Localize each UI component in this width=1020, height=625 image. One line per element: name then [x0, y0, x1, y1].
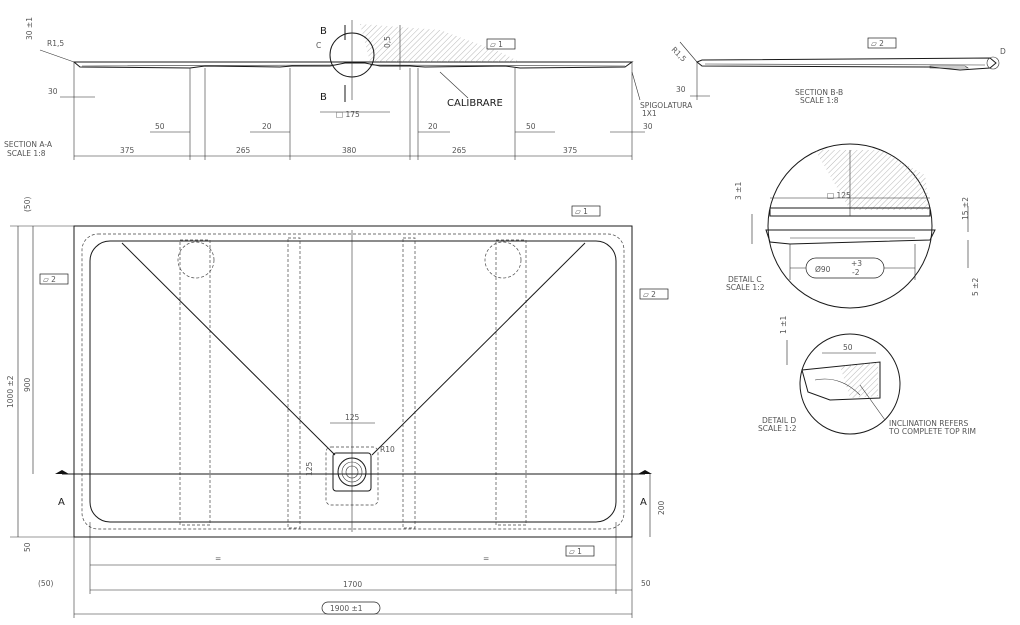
dim-1700: 1700 [343, 580, 362, 589]
dim-175: □ 175 [336, 110, 360, 119]
detail-d-view [786, 333, 901, 435]
dim-125-drain-v: 125 [305, 461, 314, 476]
radius-r15: R1,5 [47, 39, 64, 48]
mark-b-bottom: B [320, 92, 327, 103]
dim-125-drain: 125 [345, 413, 360, 422]
dim-1900: 1900 ±1 [330, 604, 363, 613]
section-bb-view [679, 41, 1000, 100]
dim-375-right: 375 [563, 146, 578, 155]
dim-50-bottom-left: (50) [38, 579, 53, 588]
inclination-note-2: TO COMPLETE TOP RIM [888, 427, 976, 436]
calibrare-note: CALIBRARE [447, 98, 503, 109]
mark-a-left: A [58, 497, 65, 508]
section-aa-label: SECTION A-A [4, 140, 53, 149]
dim-c-125: □ 125 [827, 191, 851, 200]
dim-3-pm1: 3 ±1 [734, 182, 743, 200]
mark-d: D [1000, 47, 1006, 56]
section-aa-view [39, 20, 645, 160]
flatness-1-top: ▱ 1 [490, 40, 503, 49]
section-aa-scale: SCALE 1:8 [7, 149, 46, 158]
dim-265-left: 265 [236, 146, 251, 155]
spigolatura-note: SPIGOLATURA [640, 101, 693, 110]
mark-c: C [316, 41, 321, 50]
dim-20-right: 20 [428, 122, 438, 131]
plan-view [10, 225, 652, 618]
detail-c-view [751, 143, 969, 309]
dim-30-left: 30 [48, 87, 58, 96]
dim-30-pm1: 30 ±1 [25, 17, 34, 40]
flatness-1-plan: ▱ 1 [575, 207, 588, 216]
dim-90-tol-up: +3 [851, 259, 862, 268]
dim-50-plan-bottom: 50 [23, 542, 32, 552]
dim-0-5: 0,5 [383, 36, 392, 48]
flatness-1-plan-frame [571, 205, 601, 217]
dim-375-left: 375 [120, 146, 135, 155]
dim-1000: 1000 ±2 [6, 375, 15, 408]
dim-1900-frame [321, 601, 381, 615]
detail-c-scale: SCALE 1:2 [726, 283, 765, 292]
dim-eq-left: = [215, 554, 221, 563]
dim-5-pm2: 5 ±2 [971, 278, 980, 296]
dim-eq-right: = [483, 554, 489, 563]
mark-a-right: A [640, 497, 647, 508]
dim-15-pm2: 15 ±2 [961, 197, 970, 220]
dim-380: 380 [342, 146, 357, 155]
section-bb-label: SECTION B-B [795, 88, 843, 97]
detail-c-label: DETAIL C [728, 275, 762, 284]
inclination-note-1: INCLINATION REFERS [889, 419, 969, 428]
flatness-1-plan-bottom-frame [565, 545, 595, 557]
radius-r15-bb: R1,5 [670, 45, 689, 64]
radius-r10: R10 [380, 445, 395, 454]
detail-d-label: DETAIL D [762, 416, 796, 425]
detail-d-scale: SCALE 1:2 [758, 424, 797, 433]
flatness-2-plan-left: ▱ 2 [43, 275, 56, 284]
spigolatura-sub: 1X1 [642, 109, 657, 118]
dim-50-bottom-right: 50 [641, 579, 651, 588]
flatness-2-plan-right: ▱ 2 [643, 290, 656, 299]
dim-50-right: 50 [526, 122, 536, 131]
dim-265-right: 265 [452, 146, 467, 155]
dim-900: 900 [23, 377, 32, 392]
dim-200: 200 [657, 500, 666, 515]
flatness-1-top-frame [486, 38, 516, 50]
flatness-2-top: ▱ 2 [871, 39, 884, 48]
dim-d-50: 50 [843, 343, 853, 352]
dim-1-pm1: 1 ±1 [779, 316, 788, 334]
section-bb-scale: SCALE 1:8 [800, 96, 839, 105]
dim-90-tol-dn: -2 [852, 268, 860, 277]
flatness-2-top-frame [867, 37, 897, 49]
flatness-2-plan-left-frame [39, 273, 69, 285]
dim-20-left: 20 [262, 122, 272, 131]
flatness-2-plan-right-frame [639, 288, 669, 300]
dim-50-left: 50 [155, 122, 165, 131]
dim-50-plan-top: (50) [23, 197, 32, 212]
mark-b-top: B [320, 26, 327, 37]
dim-30-bb: 30 [676, 85, 686, 94]
dim-90: Ø90 [815, 265, 831, 274]
dim-30-right: 30 [643, 122, 653, 131]
flatness-1-plan-bottom: ▱ 1 [569, 547, 582, 556]
